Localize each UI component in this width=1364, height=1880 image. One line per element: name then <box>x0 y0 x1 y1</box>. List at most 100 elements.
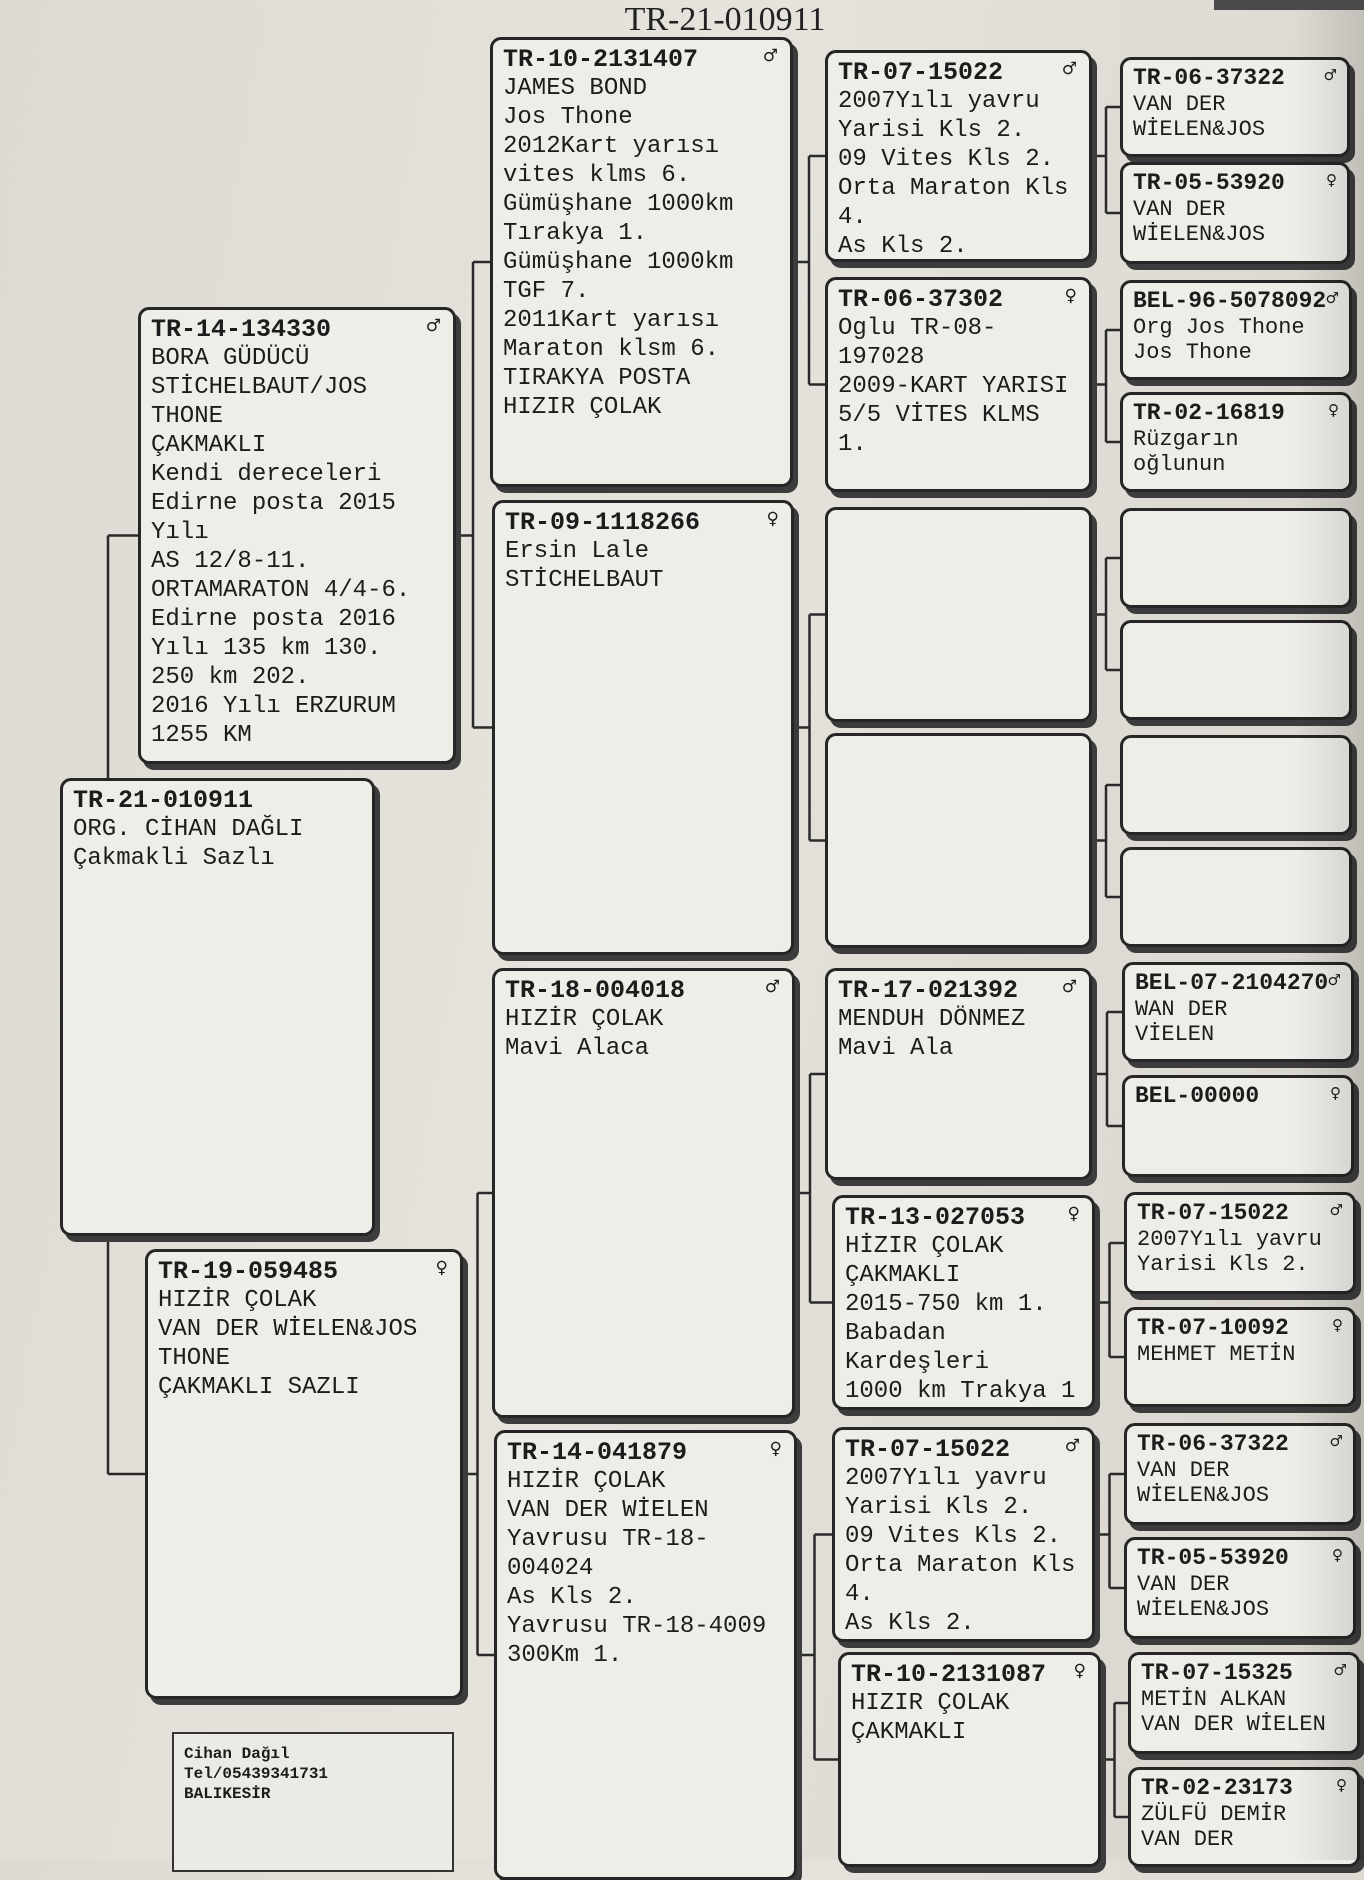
pedigree-notes: Rüzgarın oğlunun <box>1133 427 1239 477</box>
pedigree-notes: Oglu TR-08-197028 2009-KART YARISI 5/5 V… <box>838 315 1069 458</box>
pedigree-card-sddd <box>1120 847 1352 947</box>
ring-number: TR-13-027053 <box>845 1203 1026 1232</box>
pedigree-card-ssd: TR-06-37302♀Oglu TR-08-197028 2009-KART … <box>825 277 1092 492</box>
male-symbol-icon: ♂ <box>1061 59 1077 79</box>
pedigree-card-ddsd: TR-05-53920 ♀ VAN DER WİELEN&JOS <box>1124 1537 1356 1639</box>
pedigree-notes: VAN DER WİELEN&JOS <box>1137 1572 1270 1622</box>
pedigree-notes: WAN DER VİELEN <box>1135 997 1228 1047</box>
ring-number: TR-06-37322 <box>1133 65 1285 91</box>
pedigree-notes: Ersin Lale STİCHELBAUT <box>505 538 664 594</box>
female-symbol-icon: ♀ <box>1064 286 1077 306</box>
female-symbol-icon: ♀ <box>1330 1084 1341 1102</box>
ring-number: TR-07-15022 <box>845 1435 1011 1464</box>
ring-number: TR-05-53920 <box>1137 1545 1289 1571</box>
female-symbol-icon: ♀ <box>1067 1204 1080 1224</box>
ring-number: BEL-96-5078092 <box>1133 288 1327 314</box>
pedigree-notes: HIZIR ÇOLAK ÇAKMAKLI <box>851 1690 1010 1746</box>
pedigree-card-dss: TR-17-021392 ♂ MENDUH DÖNMEZ Mavi Ala <box>825 968 1092 1180</box>
male-symbol-icon: ♂ <box>1333 1661 1347 1679</box>
pedigree-card-sd: TR-09-1118266 ♀ Ersin Lale STİCHELBAUT <box>492 500 794 955</box>
pedigree-card-dds: TR-07-15022 ♂ 2007Yılı yavru Yarisi Kls 2.… <box>832 1427 1095 1642</box>
ring-number: TR-17-021392 <box>838 976 1019 1005</box>
pedigree-card-ssds: BEL-96-5078092♂ Org Jos Thone Jos Thone <box>1120 280 1352 380</box>
pedigree-notes: JAMES BOND Jos Thone 2012Kart yarısı vit… <box>503 75 734 421</box>
ring-number: TR-21-010911 <box>73 786 254 815</box>
female-symbol-icon: ♀ <box>1332 1546 1343 1564</box>
male-symbol-icon: ♂ <box>1327 971 1341 989</box>
pedigree-card-sdsd <box>1120 620 1352 720</box>
pedigree-card-ddss: TR-06-37322♂VAN DER WİELEN&JOS <box>1124 1423 1356 1525</box>
female-symbol-icon: ♀ <box>1332 1316 1343 1334</box>
ring-number: TR-07-15325 <box>1141 1660 1293 1686</box>
female-symbol-icon: ♀ <box>1336 1776 1347 1794</box>
pedigree-card-dam: TR-19-059485 ♀ HIZİR ÇOLAK VAN DER WİELEN&… <box>145 1249 463 1699</box>
pedigree-notes: VAN DER WİELEN&JOS <box>1133 92 1266 142</box>
female-symbol-icon: ♀ <box>1073 1661 1086 1681</box>
pedigree-notes: 2007Yılı yavru Yarisi Kls 2. <box>1137 1227 1322 1277</box>
male-symbol-icon: ♂ <box>764 977 780 997</box>
pedigree-card-dsds: TR-07-15022♂2007Yılı yavru Yarisi Kls 2. <box>1124 1192 1356 1294</box>
ring-number: TR-02-16819 <box>1133 400 1285 426</box>
pedigree-notes: Org Jos Thone Jos Thone <box>1133 315 1305 365</box>
pedigree-notes: VAN DER WİELEN&JOS <box>1133 197 1266 247</box>
pedigree-notes: MEHMET METİN <box>1137 1342 1296 1367</box>
pedigree-notes: HIZİR ÇOLAK Mavi Alaca <box>505 1006 664 1062</box>
pedigree-card-ddds: TR-07-15325♂METİN ALKAN VAN DER WİELEN <box>1128 1652 1360 1754</box>
pedigree-card-sdss <box>1120 508 1352 608</box>
pedigree-card-sdds <box>1120 735 1352 835</box>
pedigree-card-ds: TR-18-004018♂HIZİR ÇOLAK Mavi Alaca <box>492 968 795 1418</box>
male-symbol-icon: ♂ <box>762 46 778 66</box>
female-symbol-icon: ♀ <box>769 1439 782 1459</box>
ring-number: TR-14-041879 <box>507 1438 688 1467</box>
pedigree-card-dsss: BEL-07-2104270♂ WAN DER VİELEN <box>1122 962 1354 1062</box>
ring-number: TR-05-53920 <box>1133 170 1285 196</box>
pedigree-notes: HIZİR ÇOLAK VAN DER WİELEN Yavrusu TR-18… <box>507 1468 767 1669</box>
female-symbol-icon: ♀ <box>1326 171 1337 189</box>
pedigree-card-ddd: TR-10-2131087 ♀ HIZIR ÇOLAK ÇAKMAKLI <box>838 1652 1101 1867</box>
pedigree-card-dsdd: TR-07-10092 ♀ MEHMET METİN <box>1124 1307 1356 1407</box>
ring-number: TR-19-059485 <box>158 1257 339 1286</box>
pedigree-card-sssd: TR-05-53920 ♀ VAN DER WİELEN&JOS <box>1120 162 1350 264</box>
pedigree-card-sire: TR-14-134330 ♂ BORA GÜDÜCÜ STİCHELBAUT/JOS… <box>138 307 456 764</box>
male-symbol-icon: ♂ <box>1329 1201 1343 1219</box>
female-symbol-icon: ♀ <box>1328 401 1339 419</box>
pedigree-card-ssdd: TR-02-16819 ♀ Rüzgarın oğlunun <box>1120 392 1352 492</box>
page-title: TR-21-010911 <box>624 1 826 38</box>
male-symbol-icon: ♂ <box>1323 66 1337 84</box>
pedigree-notes: ORG. CİHAN DAĞLI Çakmakli Sazlı <box>73 816 304 872</box>
pedigree-notes: BORA GÜDÜCÜ STİCHELBAUT/JOS THONE ÇAKMAK… <box>151 345 411 749</box>
male-symbol-icon: ♂ <box>1064 1436 1080 1456</box>
pedigree-card-ssss: TR-06-37322 ♂ VAN DER WİELEN&JOS <box>1120 57 1350 157</box>
pedigree-card-dsd: TR-13-027053♀HİZIR ÇOLAK ÇAKMAKLI 2015-7… <box>832 1195 1095 1410</box>
pedigree-notes: 2007Yılı yavru Yarisi Kls 2. 09 Vites Kl… <box>845 1465 1076 1637</box>
breeder-phone: Tel/05439341731 <box>184 1765 329 1783</box>
pedigree-card-dssd: BEL-00000 ♀ <box>1122 1075 1354 1177</box>
ring-number: TR-10-2131087 <box>851 1660 1047 1689</box>
female-symbol-icon: ♀ <box>435 1258 448 1278</box>
male-symbol-icon: ♂ <box>1061 977 1077 997</box>
male-symbol-icon: ♂ <box>1325 289 1339 307</box>
ring-number: TR-14-134330 <box>151 315 332 344</box>
ring-number: BEL-07-2104270 <box>1135 970 1329 996</box>
breeder-name: Cihan Dağıl <box>184 1745 290 1763</box>
breeder-contact-box: Cihan Dağıl Tel/05439341731 BALIKESİR <box>172 1732 454 1872</box>
female-symbol-icon: ♀ <box>766 509 779 529</box>
pedigree-card-sdd <box>825 733 1092 948</box>
ring-number: TR-07-15022 <box>838 58 1004 87</box>
pedigree-notes: MENDUH DÖNMEZ Mavi Ala <box>838 1006 1026 1062</box>
ring-number: TR-07-10092 <box>1137 1315 1289 1341</box>
ring-number: TR-02-23173 <box>1141 1775 1293 1801</box>
ring-number: TR-09-1118266 <box>505 508 701 537</box>
pedigree-card-ss: TR-10-2131407♂JAMES BOND Jos Thone 2012K… <box>490 37 793 487</box>
pedigree-notes: HIZİR ÇOLAK VAN DER WİELEN&JOS THONE ÇAK… <box>158 1287 418 1401</box>
male-symbol-icon: ♂ <box>425 316 441 336</box>
pedigree-card-sds <box>825 507 1092 722</box>
ring-number: BEL-00000 <box>1135 1083 1260 1109</box>
pedigree-notes: ZÜLFÜ DEMİR VAN DER <box>1141 1802 1287 1852</box>
male-symbol-icon: ♂ <box>1329 1432 1343 1450</box>
breeder-city: BALIKESİR <box>184 1785 271 1803</box>
pedigree-card-sss: TR-07-15022♂2007Yılı yavru Yarisi Kls 2.… <box>825 50 1092 262</box>
pedigree-notes: VAN DER WİELEN&JOS <box>1137 1458 1270 1508</box>
